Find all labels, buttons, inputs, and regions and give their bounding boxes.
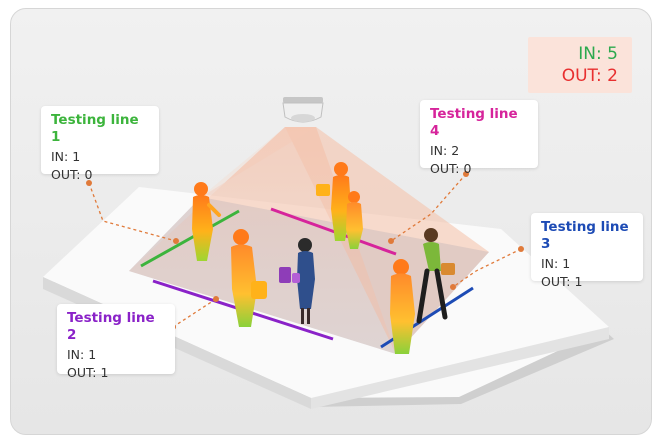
testing-line-4-mark xyxy=(270,207,397,256)
person-heat-3 xyxy=(316,162,351,241)
ceiling-camera xyxy=(282,97,324,123)
testing-line-4-in: IN:2 xyxy=(430,143,460,158)
testing-line-4-title: Testing line 4 xyxy=(430,106,518,139)
total-in: IN: 5 xyxy=(528,43,618,65)
leader-line-3 xyxy=(452,248,522,288)
total-in-value: 5 xyxy=(607,44,618,64)
testing-line-1-out: OUT:0 xyxy=(51,167,93,182)
total-in-label: IN: xyxy=(578,44,602,64)
testing-line-4-card: Testing line 4 IN:2 OUT:0 xyxy=(420,100,538,176)
leader-line-1 xyxy=(88,182,177,242)
person-heat-4 xyxy=(346,191,363,249)
testing-line-2-out: OUT:1 xyxy=(67,365,109,380)
testing-line-2-title: Testing line 2 xyxy=(67,310,155,343)
person-woman-bags xyxy=(279,238,315,324)
testing-line-2-card: Testing line 2 IN:1 OUT:1 xyxy=(57,304,175,380)
total-out-label: OUT: xyxy=(561,66,602,86)
leader-line-4 xyxy=(390,173,467,242)
person-heat-2 xyxy=(231,229,267,327)
testing-line-3-in: IN:1 xyxy=(541,256,571,271)
testing-line-4-out: OUT:0 xyxy=(430,161,472,176)
testing-line-1-mark xyxy=(140,209,240,268)
person-heat-5 xyxy=(390,259,415,354)
testing-line-1-title: Testing line 1 xyxy=(51,112,139,145)
testing-line-3-title: Testing line 3 xyxy=(541,219,629,252)
testing-line-2-in: IN:1 xyxy=(67,347,97,362)
total-counter: IN: 5 OUT: 2 xyxy=(528,37,632,93)
scene-illustration xyxy=(43,97,614,409)
testing-line-3-out: OUT:1 xyxy=(541,274,583,289)
testing-line-1-card: Testing line 1 IN:1 OUT:0 xyxy=(41,106,159,182)
leader-line-2 xyxy=(172,298,217,328)
testing-line-1-in: IN:1 xyxy=(51,149,81,164)
diagram-frame: IN: 5 OUT: 2 Testing line 1 IN:1 OUT:0 T… xyxy=(10,8,652,435)
person-heat-1 xyxy=(192,182,221,261)
testing-line-3-card: Testing line 3 IN:1 OUT:1 xyxy=(531,213,643,289)
total-out: OUT: 2 xyxy=(528,65,618,87)
total-out-value: 2 xyxy=(607,66,618,86)
person-woman-green xyxy=(416,228,455,324)
